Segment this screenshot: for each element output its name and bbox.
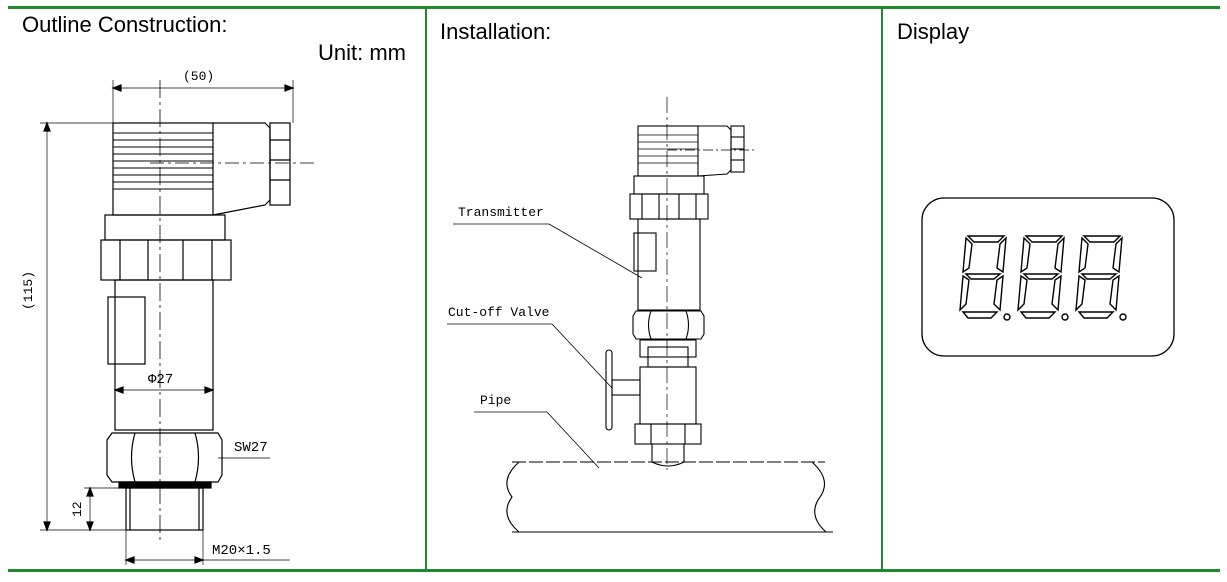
outline-title: Outline Construction: [22,12,228,37]
unit-label: Unit: mm [318,40,406,65]
digit-2 [1017,235,1069,321]
bottom-rule [8,569,1220,572]
dim-thread-length: 12 [70,501,85,517]
dim-height: (115) [21,270,36,310]
dim-width: (50) [183,69,215,84]
display-title: Display [897,19,970,44]
outline-drawing [40,80,314,565]
top-rule [8,6,1220,9]
dim-thread: M20×1.5 [212,543,271,559]
dim-wrench: SW27 [234,440,268,456]
divider-1 [425,9,427,569]
digit-3 [1075,235,1127,321]
label-pipe: Pipe [480,393,512,408]
label-transmitter: Transmitter [458,205,544,220]
divider-2 [881,9,883,569]
dim-diameter: Φ27 [148,372,174,388]
led-display [921,197,1175,357]
installation-drawing [447,97,833,533]
label-cutoff-valve: Cut-off Valve [448,305,550,320]
installation-title: Installation: [440,19,552,44]
digit-1 [959,235,1011,321]
